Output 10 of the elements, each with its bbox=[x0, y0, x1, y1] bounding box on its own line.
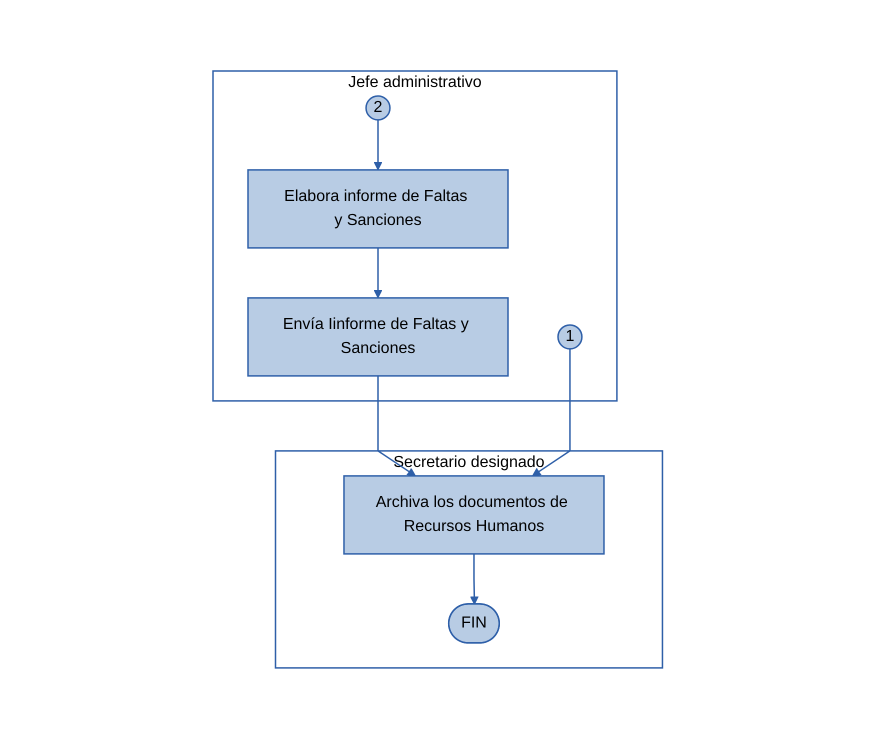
arrow bbox=[470, 553, 479, 604]
node-circle: 2 bbox=[366, 94, 391, 120]
arrow bbox=[374, 247, 383, 298]
node-box: Elabora informe de Faltas y Sanciones bbox=[248, 168, 510, 248]
node-box: Envía Iinforme de Faltas y Sanciones bbox=[248, 296, 510, 376]
arrow bbox=[378, 375, 416, 476]
arrow bbox=[374, 119, 383, 170]
arrow bbox=[532, 348, 571, 476]
node-box: Archiva los documentos de Recursos Humanos bbox=[344, 474, 605, 554]
node-circle: 1 bbox=[558, 324, 583, 350]
